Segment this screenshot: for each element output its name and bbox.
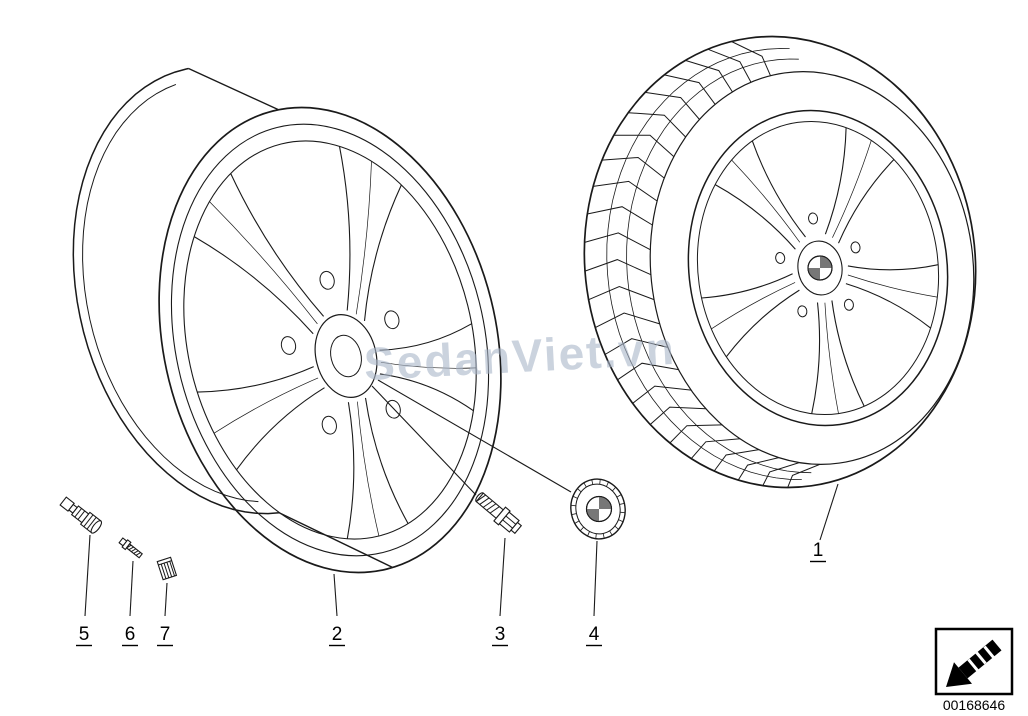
valve-cap-illustration <box>156 556 178 581</box>
callout-4-label[interactable]: 4 <box>589 624 600 645</box>
wheel-bolt-illustration <box>475 492 523 535</box>
callout-3-label[interactable]: 3 <box>495 624 506 645</box>
callout-4[interactable]: 4 <box>586 624 602 647</box>
valve-insert-illustration <box>118 537 143 559</box>
callout-5[interactable]: 5 <box>76 624 92 647</box>
callout-1[interactable]: 1 <box>810 540 826 563</box>
callout-6[interactable]: 6 <box>122 624 138 647</box>
part-number: 00168646 <box>943 697 1006 713</box>
alloy-wheel-illustration <box>72 67 502 574</box>
leader-lines <box>84 379 839 617</box>
callout-6-label[interactable]: 6 <box>125 624 136 645</box>
change-arrow-stamp <box>934 627 1014 696</box>
callout-2-label[interactable]: 2 <box>332 624 343 645</box>
arrow-down-left-icon <box>946 639 1002 687</box>
watermark: SedanViet.vn <box>363 322 677 390</box>
hub-cap-illustration <box>570 478 626 540</box>
callout-5-label[interactable]: 5 <box>79 624 90 645</box>
callout-1-label[interactable]: 1 <box>813 540 824 561</box>
callout-2[interactable]: 2 <box>329 624 345 647</box>
callout-3[interactable]: 3 <box>492 624 508 647</box>
wheel-with-tire-illustration <box>583 35 977 489</box>
valve-stem-illustration <box>59 496 103 534</box>
callout-7-label[interactable]: 7 <box>160 624 171 645</box>
callout-7[interactable]: 7 <box>157 624 173 647</box>
